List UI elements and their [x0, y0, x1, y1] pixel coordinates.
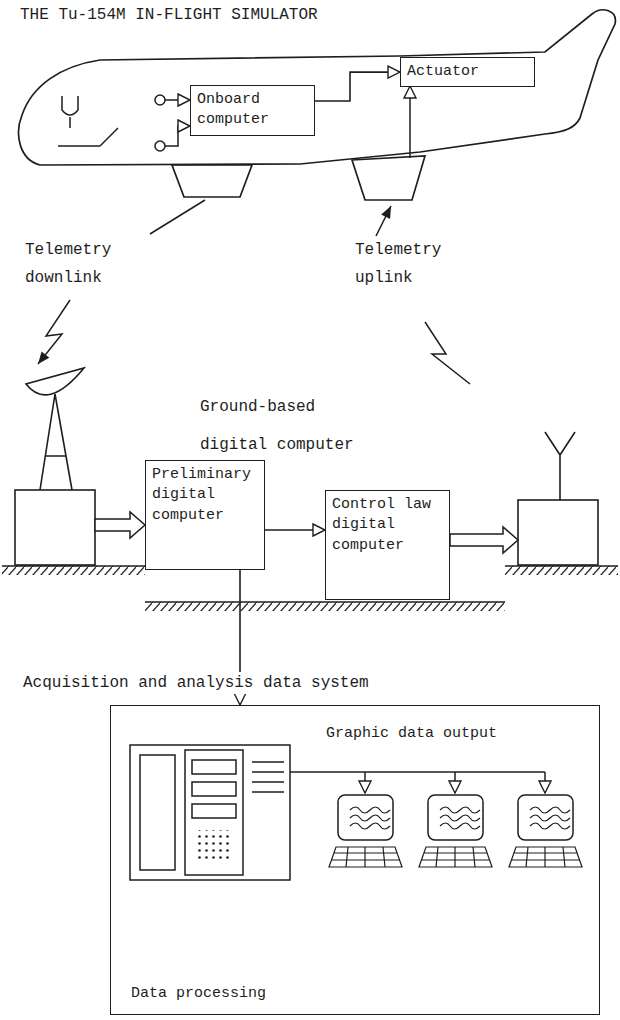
box-text: Graphic data output — [326, 724, 497, 744]
cockpit-controls-part — [58, 128, 118, 146]
box-text: Actuator — [407, 62, 528, 82]
section-heading: Acquisition and analysis data system — [20, 672, 372, 694]
aircraft-outline — [19, 10, 616, 200]
ground-line-part — [505, 565, 618, 567]
downlink-pod — [172, 165, 252, 197]
display-links-part — [290, 771, 545, 773]
leader-lines — [150, 200, 391, 236]
display-monitors-part — [509, 795, 582, 867]
leader-lines-part — [150, 200, 205, 234]
dish-antenna-part — [40, 394, 72, 490]
uplink-signal — [409, 86, 411, 158]
computer-illustration-part — [185, 750, 243, 875]
system-box: Graphic data outputData processing — [110, 705, 600, 1015]
uplink-antenna-part — [545, 432, 575, 500]
ground-line — [2, 566, 618, 611]
display-monitors-part — [329, 795, 402, 867]
box-text: Data processing — [131, 984, 266, 1004]
ground-line-part — [2, 566, 145, 575]
box-text: Preliminary digital computer — [152, 465, 258, 526]
computer-illustration-part — [192, 760, 236, 774]
computer-illustration-part — [195, 830, 233, 860]
display-links — [290, 772, 545, 793]
leader-lines-part — [376, 206, 391, 236]
uplink-antenna — [518, 432, 598, 565]
computer-illustration — [130, 745, 290, 880]
ground-line-part — [2, 565, 145, 567]
sensor-signals — [155, 86, 410, 158]
computer-box: Control law digital computer — [325, 490, 450, 600]
cockpit-controls-part — [62, 96, 78, 128]
computer-illustration-part — [130, 745, 290, 880]
sensor-signals-part — [165, 99, 190, 101]
display-links-part — [454, 772, 456, 793]
box-text: Control law digital computer — [332, 495, 443, 556]
cockpit-controls — [58, 96, 118, 146]
radio-bolts — [38, 300, 470, 384]
computer-illustration-part — [140, 755, 175, 870]
uplink-antenna-part — [518, 500, 598, 565]
display-links-part — [544, 772, 546, 793]
section-heading: Ground-based digital computer — [200, 388, 380, 464]
sensor-signals-part — [165, 126, 190, 146]
display-monitors-part — [419, 795, 492, 867]
display-links-part — [364, 772, 366, 793]
box-text: Onboard computer — [197, 90, 308, 131]
aircraft-outline-part — [19, 10, 616, 165]
ground-line-part — [145, 602, 505, 611]
computer-box: Preliminary digital computer — [145, 460, 265, 570]
radio-bolts-part — [38, 300, 70, 364]
display-monitors — [329, 795, 582, 867]
computer-illustration-part — [252, 762, 284, 792]
diagram-title: THE Tu-154M IN-FLIGHT SIMULATOR — [20, 6, 318, 24]
computer-illustration-part — [192, 804, 236, 818]
actuator-box: Actuator — [400, 57, 535, 87]
sensor-signals-part — [155, 141, 165, 151]
dish-antenna-part — [26, 368, 84, 395]
ground-line-part — [145, 601, 505, 603]
ground-line-part — [505, 566, 618, 575]
uplink-pod — [352, 156, 425, 200]
telemetry-label: Telemetry downlink — [25, 236, 140, 292]
sensor-signals-part — [155, 95, 165, 105]
dish-antenna-part — [15, 490, 95, 565]
block-arrows-part — [450, 527, 518, 553]
block-arrows-part — [95, 512, 145, 538]
radio-bolts-part — [425, 322, 470, 384]
computer-box: Onboard computer — [190, 85, 315, 136]
signal-arrow — [315, 72, 400, 101]
telemetry-label: Telemetry uplink — [355, 236, 470, 292]
dish-antenna — [15, 368, 95, 565]
signal-arrow — [265, 529, 325, 531]
computer-illustration-part — [192, 782, 236, 796]
